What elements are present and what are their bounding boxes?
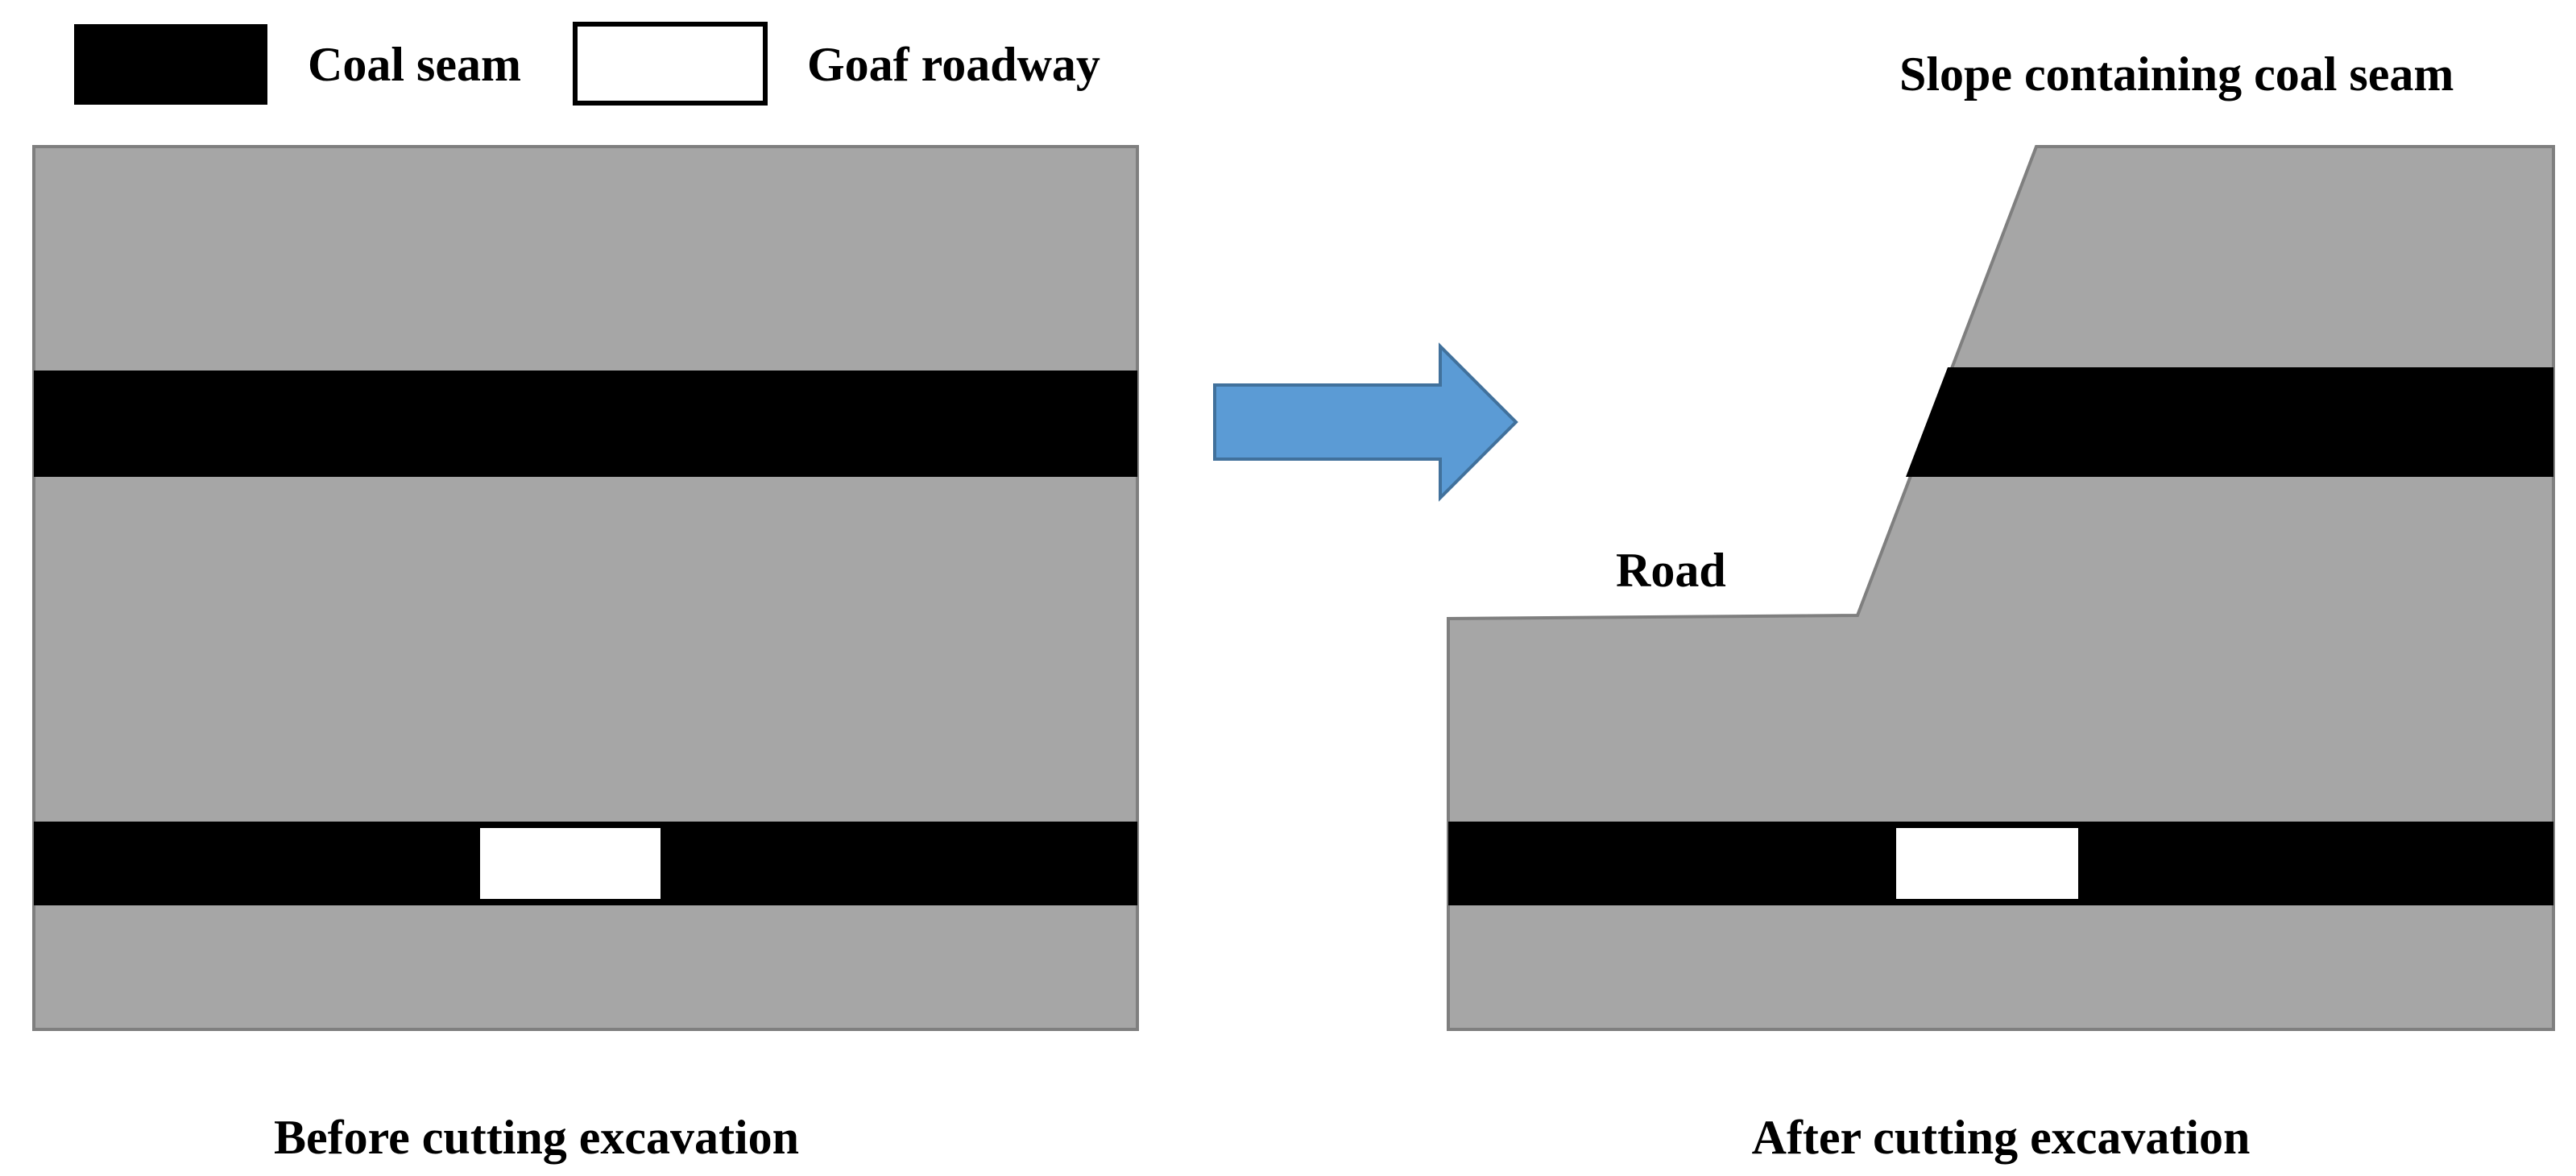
before-goaf-roadway (480, 828, 661, 899)
before-upper-coal-seam (34, 371, 1137, 477)
legend-goaf-roadway-swatch (573, 22, 768, 106)
after-panel: Road Slope containing coal seam After cu… (1447, 48, 2555, 1164)
before-caption: Before cutting excavation (274, 1111, 799, 1164)
after-upper-coal-seam (1906, 367, 2553, 477)
legend-coal-seam-swatch (74, 24, 267, 105)
slope-label: Slope containing coal seam (1899, 48, 2454, 101)
legend-goaf-roadway-label: Goaf roadway (807, 38, 1100, 91)
after-goaf-roadway (1896, 828, 2078, 899)
after-caption: After cutting excavation (1752, 1111, 2251, 1164)
right-arrow-icon (1213, 342, 1518, 502)
legend-coal-seam-label: Coal seam (308, 38, 521, 91)
before-panel: Before cutting excavation (32, 145, 1139, 1164)
road-label: Road (1616, 544, 1726, 597)
legend: Coal seam Goaf roadway (74, 22, 1100, 106)
